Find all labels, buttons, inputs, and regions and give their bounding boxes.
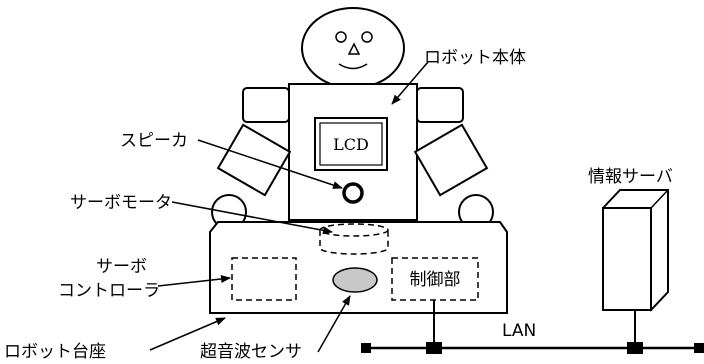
lcd-screen: LCD — [314, 117, 388, 171]
robot-body-label: ロボット本体 — [424, 48, 526, 68]
robot-base-label: ロボット台座 — [4, 342, 106, 362]
right-shoulder — [416, 87, 464, 123]
servo-motor-label: サーボモータ — [70, 193, 172, 213]
speaker — [342, 182, 364, 204]
lan-node-right-end — [694, 343, 704, 353]
speaker-label: スピーカ — [120, 131, 188, 151]
control-unit-box: 制御部 — [391, 257, 479, 301]
robot-head — [301, 7, 405, 89]
left-eye — [335, 31, 347, 43]
lan-node-robot — [426, 342, 442, 354]
lan-network: LAN — [361, 300, 704, 354]
left-shoulder — [242, 87, 290, 123]
servo-controller-box — [231, 257, 297, 301]
ultrasonic-sensor-label: 超音波センサ — [200, 342, 302, 362]
left-arm — [216, 123, 292, 197]
right-eye — [361, 31, 373, 43]
nose — [347, 42, 361, 55]
info-server — [601, 189, 669, 312]
info-server-label: 情報サーバ — [588, 167, 673, 187]
servo-controller-leader — [157, 275, 231, 287]
lan-label: LAN — [502, 321, 536, 341]
servo-controller-label-line2: コントローラ — [58, 281, 160, 301]
lan-node-left-end — [361, 343, 371, 353]
mouth — [338, 63, 368, 70]
lan-node-server — [627, 342, 643, 354]
servo-motor-shape — [319, 223, 389, 255]
speaker-leader — [197, 139, 343, 189]
robot-body-leader — [391, 61, 429, 105]
servo-controller-label-line1: サーボ — [96, 257, 147, 277]
robot-base-leader — [149, 317, 226, 351]
ultrasonic-sensor-shape — [332, 267, 378, 293]
servo-motor-leader — [171, 201, 333, 235]
right-arm — [413, 123, 489, 197]
ultrasonic-sensor-leader — [317, 295, 351, 353]
lcd-label: LCD — [333, 135, 369, 154]
control-unit-label: 制御部 — [410, 270, 461, 290]
